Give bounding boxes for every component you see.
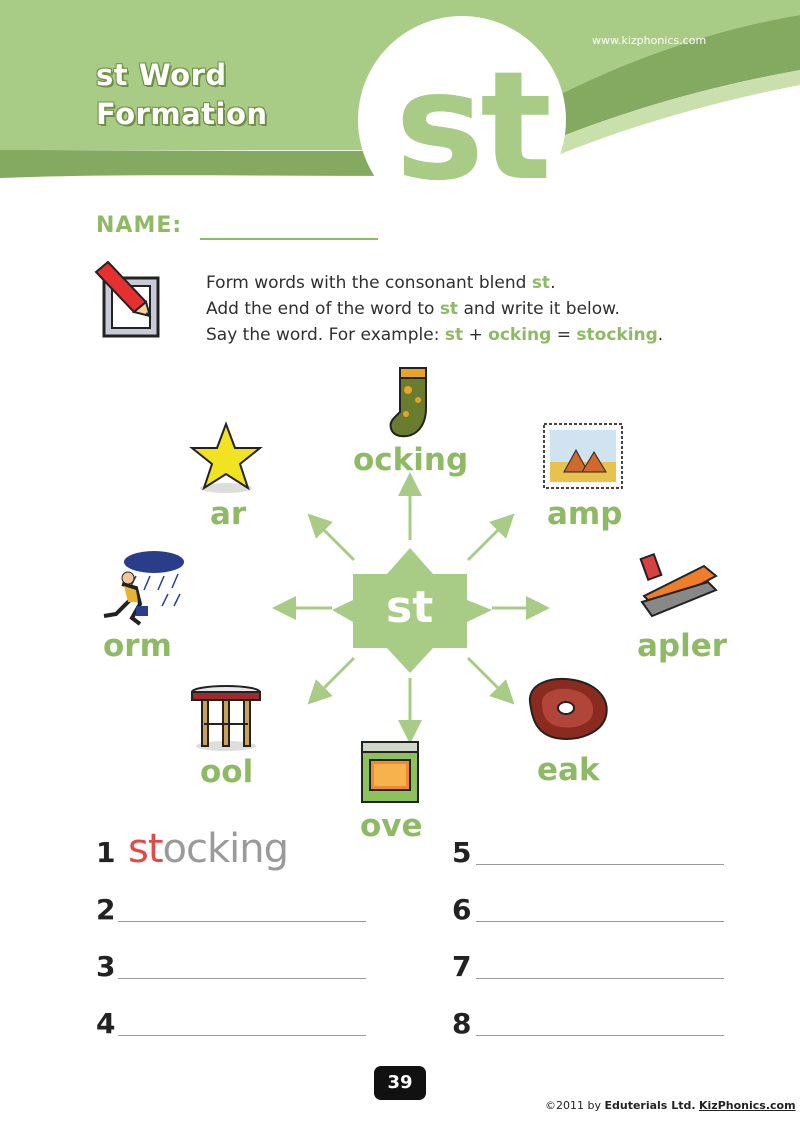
example-answer: stocking (128, 826, 289, 872)
stapler-icon (639, 552, 718, 618)
worksheet-title-line1: st Word (96, 58, 227, 92)
answer-line-7[interactable] (476, 978, 724, 979)
pencil-checkbox-icon (94, 260, 160, 338)
star-icon (189, 421, 263, 493)
header-banner (0, 0, 800, 224)
storm-man-icon (103, 551, 184, 626)
answer-number-1: 1 (96, 836, 116, 869)
answer-line-2[interactable] (118, 921, 366, 922)
copyright-notice: ©2011 by Eduterials Ltd. KizPhonics.com (545, 1099, 796, 1112)
answer-line-3[interactable] (118, 978, 366, 979)
answer-line-8[interactable] (476, 1035, 724, 1036)
answer-number-7: 7 (452, 950, 472, 983)
website-url: www.kizphonics.com (592, 34, 707, 47)
instruction-line1: Form words with the consonant blend st. (206, 273, 556, 293)
stool-icon (191, 685, 261, 751)
ending-ar: ar (210, 496, 247, 532)
answer-number-4: 4 (96, 1007, 116, 1040)
answer-number-5: 5 (452, 836, 472, 869)
ending-orm: orm (103, 628, 172, 664)
word-wheel-arrows (272, 472, 550, 744)
answer-number-8: 8 (452, 1007, 472, 1040)
instruction-line2: Add the end of the word to st and write … (206, 299, 620, 319)
ending-amp: amp (547, 496, 623, 532)
answer-number-2: 2 (96, 893, 116, 926)
center-star-shape (332, 548, 492, 673)
name-label: NAME: (96, 213, 183, 238)
stove-icon (361, 741, 419, 803)
ending-ove: ove (360, 808, 423, 844)
sock-icon (389, 367, 427, 438)
answer-number-6: 6 (452, 893, 472, 926)
stamp-icon (543, 423, 623, 489)
big-st-letters: st (395, 40, 552, 214)
ending-ool: ool (200, 754, 254, 790)
answer-line-4[interactable] (118, 1035, 366, 1036)
center-blend: st (386, 582, 434, 633)
answer-line-6[interactable] (476, 921, 724, 922)
answer-line-5[interactable] (476, 864, 724, 865)
steak-icon (528, 678, 608, 740)
ending-ocking: ocking (353, 442, 469, 478)
ending-apler: apler (637, 628, 728, 664)
answer-number-3: 3 (96, 950, 116, 983)
page-number: 39 (374, 1066, 426, 1100)
name-underline[interactable] (200, 238, 378, 240)
worksheet-title-line2: Formation (96, 97, 268, 131)
ending-eak: eak (537, 752, 600, 788)
instruction-line3: Say the word. For example: st + ocking =… (206, 325, 664, 345)
